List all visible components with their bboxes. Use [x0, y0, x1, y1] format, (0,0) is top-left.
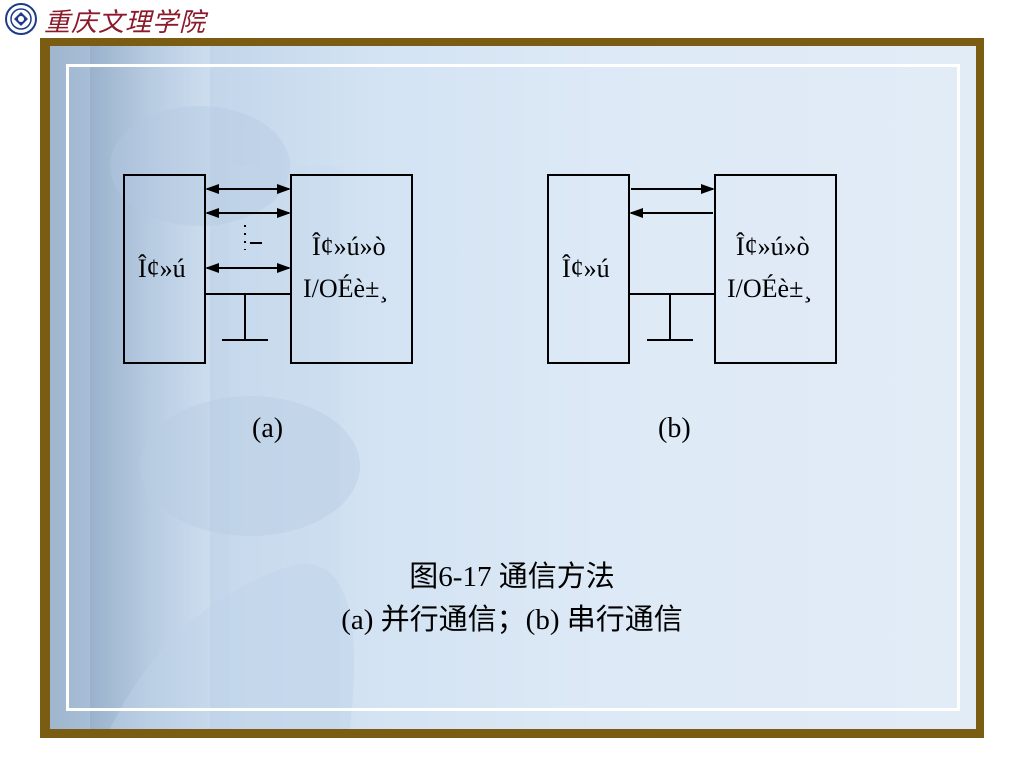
- diagram-a-right-box: [290, 174, 413, 364]
- diagram-a-sublabel: (a): [252, 413, 283, 444]
- diagram-b-right-box: [714, 174, 837, 364]
- diagram-a-right-label-2: I/OÉè±¸: [303, 274, 388, 303]
- figure-caption-title: 图6-17 通信方法: [409, 561, 615, 593]
- diagram-a-left-label: Î¢»ú: [138, 254, 186, 283]
- diagram-b-left-label: Î¢»ú: [562, 254, 610, 283]
- diagram-b-right-label-2: I/OÉè±¸: [727, 274, 812, 303]
- figure-caption-subtitle: (a) 并行通信；(b) 串行通信: [341, 604, 683, 636]
- slide-area: [50, 46, 976, 729]
- header: 重庆文理学院: [0, 0, 1024, 38]
- diagram-b-sublabel: (b): [658, 413, 691, 444]
- diagram-b: Î¢»ú Î¢»ú»ò I/OÉè±¸ (b): [547, 174, 837, 444]
- university-emblem-icon: [5, 3, 37, 35]
- column-background-art: [90, 46, 360, 729]
- diagram-b-left-box: [547, 174, 630, 364]
- diagram-a: Î¢»ú Î¢»ú»ò I/OÉè±¸ (a): [123, 174, 413, 444]
- university-name: 重庆文理学院: [44, 8, 207, 38]
- diagram-b-right-label-1: Î¢»ú»ò: [736, 232, 810, 261]
- diagram-a-right-label-1: Î¢»ú»ò: [312, 232, 386, 261]
